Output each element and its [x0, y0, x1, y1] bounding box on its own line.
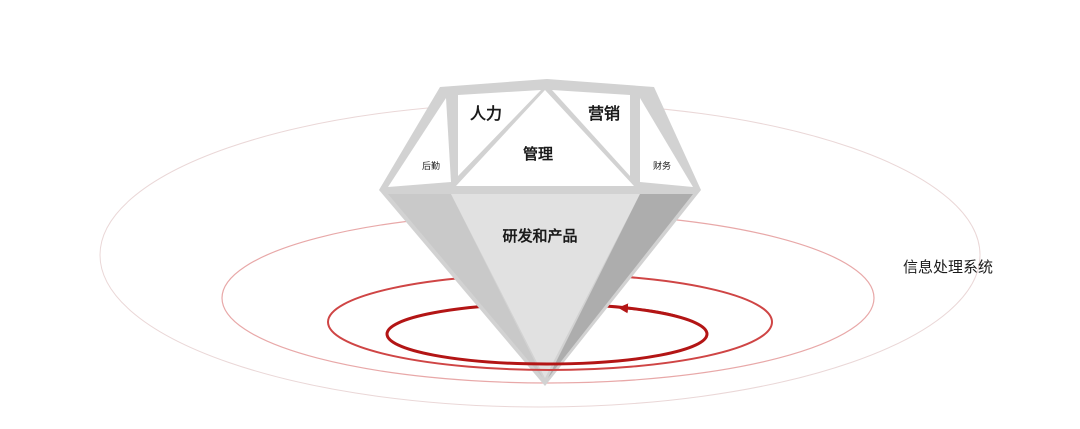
middle-red-ring-front: [327, 321, 773, 371]
facet-center-pavilion: [451, 194, 640, 378]
facet-right-pavilion: [548, 194, 693, 378]
label-finance: 财务: [653, 160, 671, 172]
label-info-system: 信息处理系统: [903, 258, 993, 276]
facet-logistics: [388, 98, 451, 187]
rotation-arrow: [618, 303, 677, 318]
facet-marketing: [552, 90, 630, 176]
facet-left-pavilion: [388, 194, 543, 378]
diamond: [379, 79, 701, 386]
facet-finance: [640, 98, 693, 187]
label-logistics: 后勤: [422, 160, 440, 172]
label-management: 管理: [523, 145, 553, 163]
facet-hr: [458, 90, 541, 176]
label-marketing: 营销: [588, 104, 620, 123]
facet-management: [456, 90, 634, 186]
inner-red-ring-front: [385, 333, 709, 366]
label-hr: 人力: [470, 104, 502, 123]
label-rd-product: 研发和产品: [502, 227, 577, 245]
